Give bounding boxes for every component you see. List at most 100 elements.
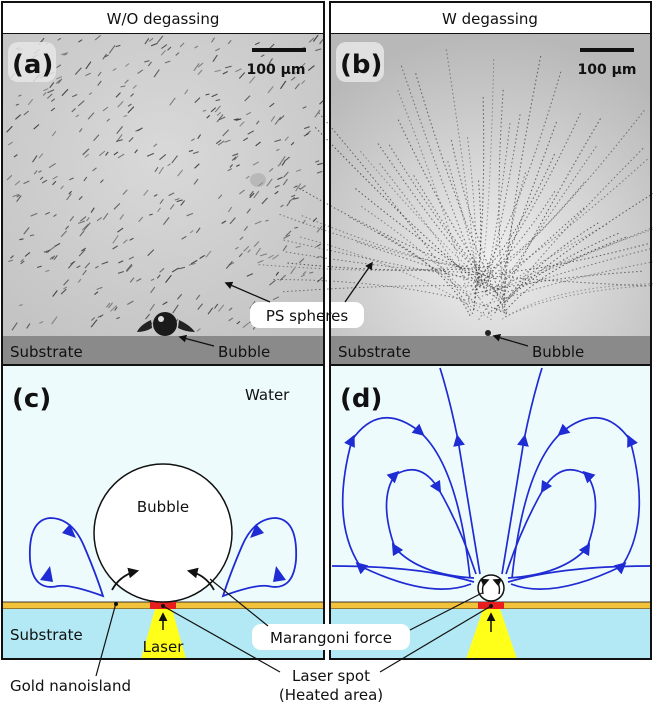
ps-sphere-streak — [293, 185, 298, 189]
tracer-streak — [355, 188, 487, 284]
tracer-streak — [377, 143, 473, 266]
ps-sphere-streak — [20, 260, 25, 265]
ps-sphere-streak — [312, 217, 318, 223]
ps-sphere-streak — [39, 321, 44, 324]
ps-sphere-streak — [144, 37, 150, 45]
ps-sphere-streak — [180, 200, 186, 206]
ps-sphere-streak — [148, 37, 154, 42]
ps-sphere-streak — [33, 124, 40, 130]
ps-sphere-streak — [30, 212, 38, 217]
ps-sphere-streak — [18, 94, 22, 97]
ps-sphere-streak — [117, 153, 125, 159]
ps-sphere-streak — [84, 262, 91, 269]
ps-sphere-streak — [117, 270, 124, 274]
ps-sphere-streak — [300, 274, 306, 278]
ps-sphere-streak — [46, 93, 53, 99]
ps-sphere-streak — [239, 189, 245, 195]
ps-sphere-streak — [96, 286, 103, 291]
ps-sphere-streak — [298, 258, 305, 264]
panel-c-bubble-label: Bubble — [137, 498, 189, 516]
ps-sphere-streak — [102, 106, 109, 112]
flow-streamline — [507, 565, 651, 583]
ps-sphere-streak — [38, 153, 44, 159]
ps-sphere-streak — [127, 103, 132, 107]
tracer-streak — [499, 222, 599, 313]
ps-sphere-streak — [124, 79, 129, 84]
ps-sphere-streak — [66, 193, 72, 201]
ps-sphere-streak — [274, 184, 280, 189]
ps-sphere-streak — [150, 278, 155, 281]
ps-sphere-streak — [105, 302, 111, 308]
ps-sphere-streak — [303, 132, 310, 137]
panel-c-vortex-left-arrow-2 — [62, 524, 76, 538]
laser-spot-leader-d — [379, 605, 492, 673]
ps-sphere-streak — [51, 130, 57, 137]
ps-sphere-streak — [260, 54, 265, 58]
ps-sphere-streak — [137, 127, 143, 132]
ps-sphere-streak — [282, 245, 288, 252]
ps-sphere-streak — [277, 176, 283, 181]
ps-sphere-streak — [188, 262, 196, 266]
ps-sphere-streak — [171, 155, 178, 164]
panel-c-water-label: Water — [245, 386, 290, 404]
ps-sphere-streak — [215, 139, 222, 145]
ps-sphere-streak — [206, 114, 211, 119]
ps-sphere-streak — [227, 206, 233, 213]
ps-sphere-streak — [83, 176, 88, 182]
ps-sphere-streak — [42, 92, 47, 96]
ps-sphere-streak — [63, 53, 68, 56]
tracer-streak — [258, 264, 471, 271]
ps-sphere-streak — [100, 179, 104, 184]
ps-sphere-streak — [56, 76, 63, 80]
ps-sphere-streak — [85, 61, 92, 70]
ps-sphere-streak — [11, 322, 18, 331]
panel-b-bubble-dot — [485, 330, 491, 336]
panel-b-bubble-label: Bubble — [532, 343, 584, 361]
ps-sphere-streak — [7, 141, 14, 146]
ps-sphere-streak — [153, 69, 160, 78]
ps-sphere-streak — [52, 180, 57, 186]
ps-sphere-streak — [15, 103, 19, 106]
ps-sphere-streak — [216, 114, 224, 123]
tracer-streak — [397, 90, 471, 306]
panel-c-substrate-label: Substrate — [10, 626, 83, 644]
ps-sphere-streak — [143, 189, 149, 196]
panel-a: W/O degassing Substrate (a) 100 μm — [1, 1, 325, 364]
ps-sphere-streak — [175, 52, 180, 56]
ps-sphere-streak — [229, 164, 234, 168]
ps-sphere-streak — [79, 230, 85, 237]
ps-sphere-streak — [125, 263, 133, 272]
ps-sphere-streak — [97, 71, 102, 77]
ps-sphere-streak — [286, 201, 291, 207]
ps-sphere-streak — [295, 183, 302, 192]
ps-sphere-streak — [63, 286, 68, 290]
ps-sphere-streak — [63, 279, 70, 286]
ps-sphere-streak — [249, 190, 254, 197]
ps-sphere-streak — [269, 279, 276, 286]
tracer-streak — [282, 285, 506, 293]
ps-sphere-streak — [159, 153, 167, 161]
ps-sphere-streak — [194, 97, 201, 103]
ps-sphere-streak — [239, 121, 245, 127]
tracer-streak — [273, 279, 508, 313]
ps-sphere-streak — [102, 53, 107, 60]
ps-sphere-streak — [210, 107, 217, 113]
ps-sphere-streak — [80, 216, 87, 222]
ps-sphere-streak — [216, 111, 222, 116]
panel-a-bubble — [137, 312, 195, 336]
ps-sphere-streak — [119, 214, 125, 220]
ps-sphere-streak — [115, 44, 121, 48]
ps-sphere-streak — [164, 60, 171, 64]
ps-sphere-streak — [87, 112, 95, 120]
ps-sphere-streak — [195, 227, 201, 234]
tracer-streak — [490, 182, 585, 270]
tracer-streak — [469, 191, 556, 293]
ps-sphere-streak — [113, 203, 121, 210]
ps-sphere-streak — [283, 234, 291, 239]
ps-sphere-streak — [290, 267, 296, 275]
ps-sphere-streak — [123, 114, 128, 118]
tracer-streak — [445, 49, 476, 273]
ps-sphere-streak — [102, 212, 109, 221]
ps-sphere-streak — [236, 320, 241, 325]
ps-sphere-streak — [158, 166, 164, 175]
